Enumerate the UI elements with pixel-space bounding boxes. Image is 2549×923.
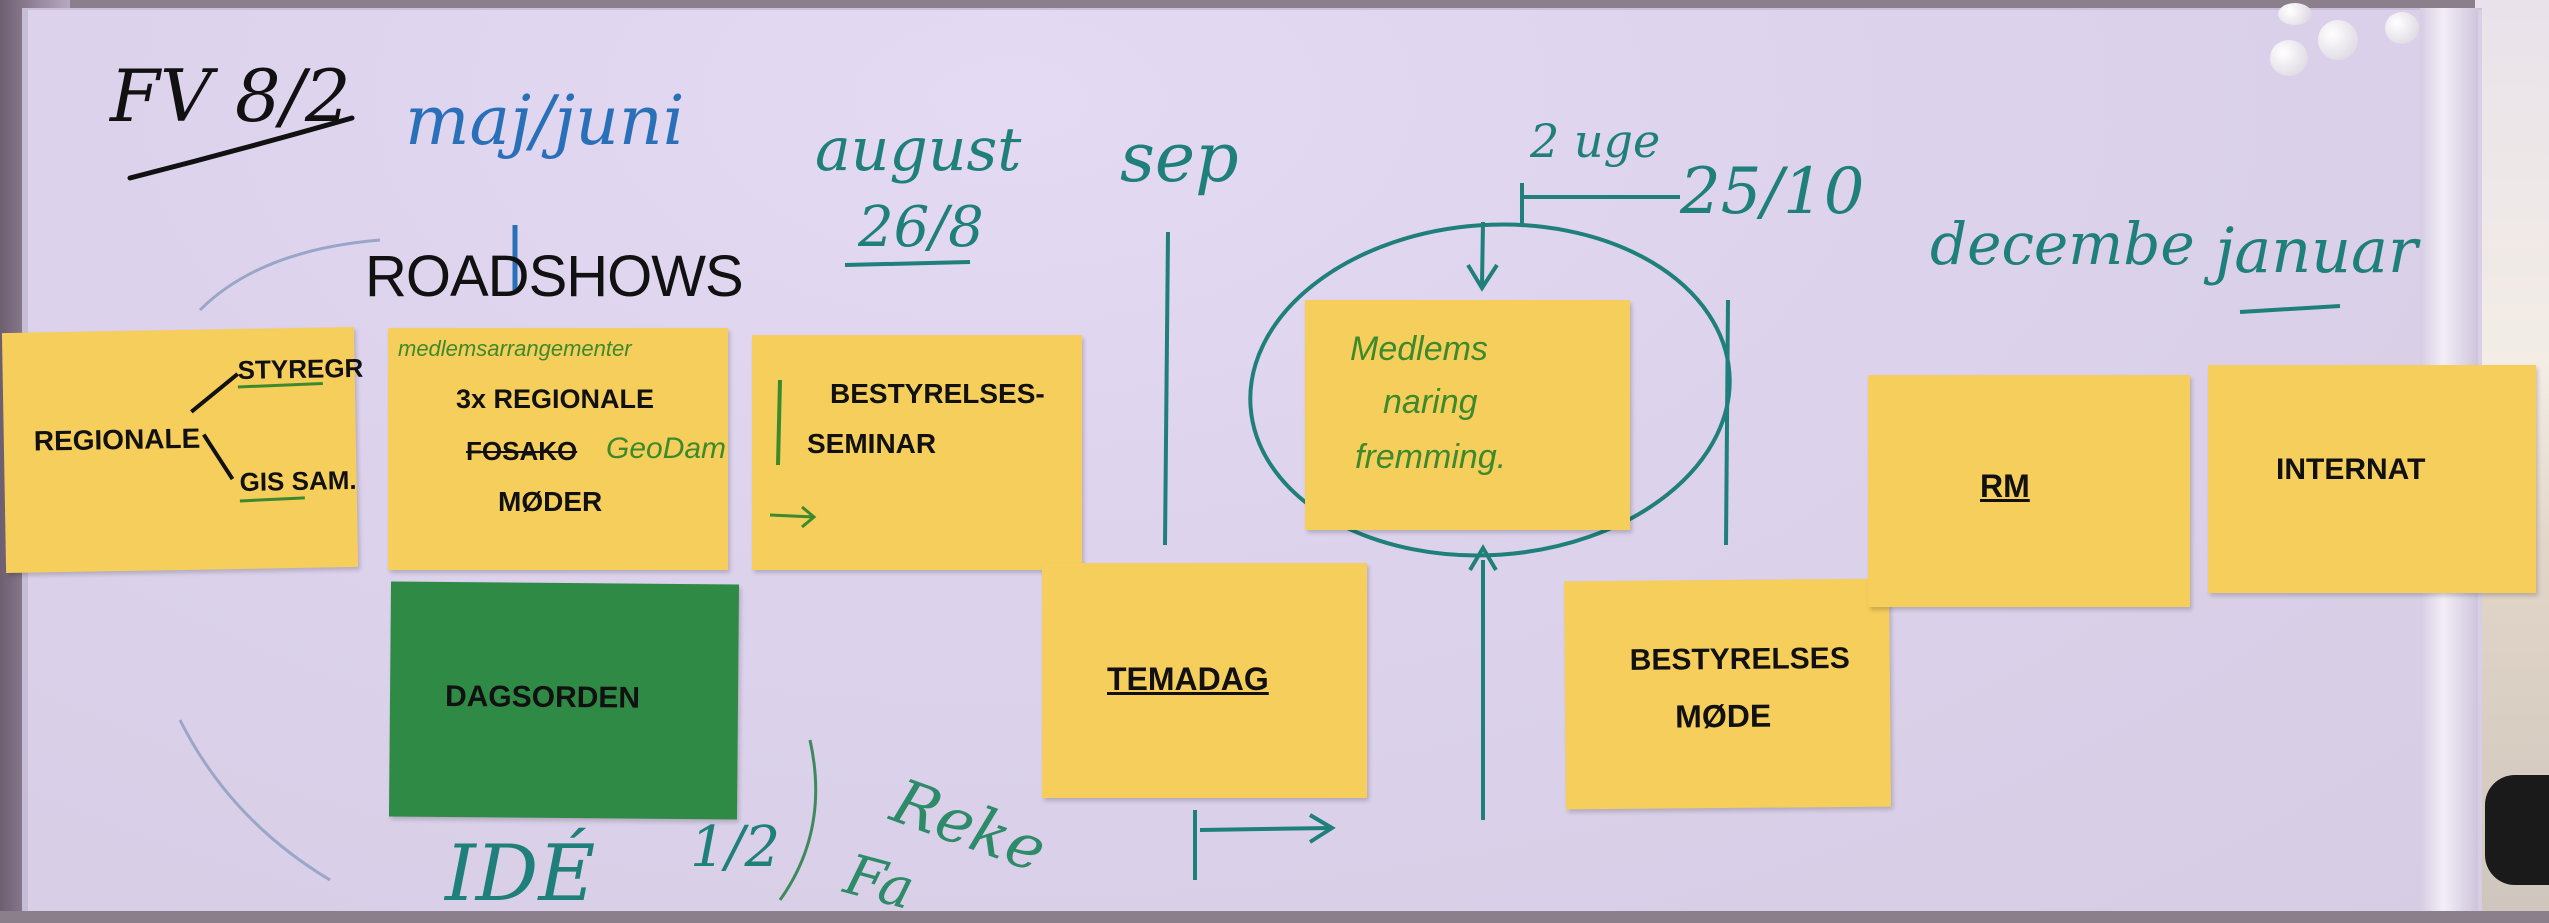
note-seminar-line1: BESTYRELSES-	[830, 378, 1045, 409]
note-bestyrelses-mode: BESTYRELSES MØDE	[1564, 578, 1891, 810]
note-roadshow-green-top: medlemsarrangementer	[398, 336, 632, 361]
month-maj-juni: maj/juni	[405, 82, 685, 161]
note-temadag-text: TEMADAG	[1107, 661, 1269, 697]
august-date: 26/8	[858, 195, 984, 260]
note-dagsorden: DAGSORDEN	[388, 581, 740, 820]
note-temadag: TEMADAG	[1042, 563, 1367, 798]
month-december: decembe	[1930, 210, 2195, 278]
roadshows-label: ROADSHOWS	[365, 244, 744, 309]
note-roadshow-line1: 3x REGIONALE	[456, 384, 655, 414]
note-internat-text: INTERNAT	[2276, 453, 2426, 486]
two-weeks-label: 2 uge	[1530, 114, 1661, 168]
note-roadshow-line3: MØDER	[498, 486, 603, 517]
note-roadshow-line2-struck: FOSAKO	[466, 436, 578, 466]
note-dagsorden-text: DAGSORDEN	[444, 679, 641, 715]
month-august: august	[815, 115, 1022, 185]
note-medlems-line2: naring	[1383, 383, 1478, 421]
note-seminar: BESTYRELSES- SEMINAR	[752, 335, 1082, 570]
magnet	[2278, 3, 2312, 25]
magnet	[2385, 12, 2419, 44]
note-bestyrelses-mode-line2: MØDE	[1675, 697, 1772, 735]
door-handle	[2485, 775, 2549, 885]
month-januar: januar	[2215, 214, 2418, 287]
note-rm-text: RM	[1980, 468, 2030, 504]
note-bestyrelses-mode-line1: BESTYRELSES	[1629, 641, 1850, 677]
month-sep: sep	[1120, 119, 1239, 198]
note-medlems-line3: fremming.	[1355, 438, 1507, 476]
magnet	[2318, 20, 2358, 60]
magnet	[2270, 40, 2308, 76]
note-medlems-line1: Medlems	[1350, 330, 1488, 368]
board-title: FV 8/2	[110, 54, 351, 138]
date-25-10: 25/10	[1680, 155, 1865, 229]
note-regionale: REGIONALE STYREGR GIS SAM.	[1, 326, 364, 574]
scribble-half: 1/2	[690, 815, 781, 880]
note-roadshow-meetings: medlemsarrangementer 3x REGIONALE FOSAKO…	[388, 328, 728, 570]
scribble-fa: Fa	[837, 842, 921, 923]
note-internat: INTERNAT	[2208, 365, 2536, 593]
note-roadshow-line2-green: GeoDam	[606, 432, 727, 465]
note-medlems: Medlems naring fremming.	[1305, 300, 1630, 530]
note-seminar-line2: SEMINAR	[807, 428, 937, 459]
note-rm: RM	[1868, 375, 2190, 607]
scribble-ide: IDÉ	[445, 829, 596, 919]
